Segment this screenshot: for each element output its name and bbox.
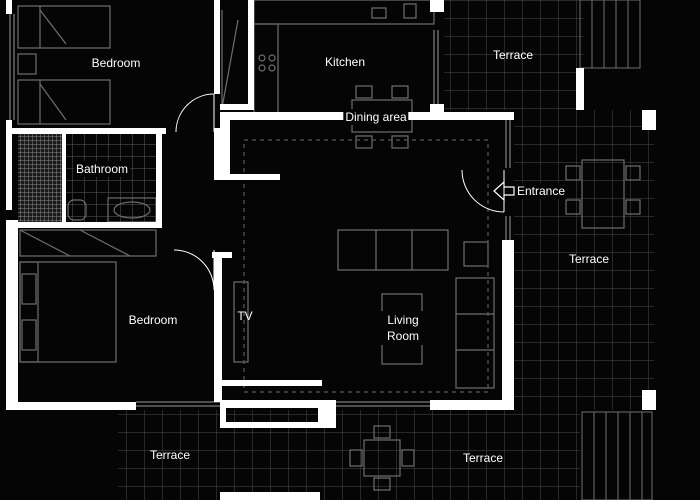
room-label-terrace-bottom: Terrace	[462, 451, 504, 465]
shower-tiles	[18, 134, 62, 224]
room-label-terrace-right: Terrace	[568, 252, 610, 266]
armchair	[455, 277, 495, 389]
entrance-arrow-icon	[493, 180, 515, 202]
stairs-bottom-right	[581, 411, 653, 500]
room-label-terrace-bottom-left: Terrace	[149, 448, 191, 462]
terrace-table-bottom	[363, 439, 401, 477]
room-label-living-room: Living Room	[376, 311, 430, 345]
room-label-terrace-top-right: Terrace	[492, 48, 534, 62]
terrace-top-right-tiles	[444, 0, 584, 110]
stairs	[579, 0, 653, 500]
bed-top-2	[17, 79, 111, 125]
windows	[9, 14, 511, 407]
terrace-bottom-tiles	[118, 410, 580, 500]
room-label-bathroom: Bathroom	[73, 161, 131, 177]
room-label-dining: Dining area	[343, 109, 409, 125]
bed-bottom	[19, 261, 117, 363]
bed-top-1	[17, 5, 111, 49]
door-swing-entrance	[461, 169, 505, 213]
room-label-bedroom-bottom: Bedroom	[128, 313, 178, 327]
tv-cabinet	[233, 281, 249, 363]
door-swing-top-bedroom	[175, 93, 215, 133]
stairs-top-right	[579, 0, 641, 69]
toilet	[67, 199, 87, 221]
sofa	[337, 229, 449, 271]
room-label-kitchen: Kitchen	[324, 55, 366, 69]
terrace-table-right	[581, 159, 625, 229]
room-label-entrance: Entrance	[514, 183, 568, 199]
bathroom-sink	[113, 201, 151, 219]
room-label-tv: TV	[237, 309, 253, 323]
door-swing-bottom-bedroom	[173, 249, 215, 291]
terrace-tiles	[18, 0, 654, 500]
room-label-bedroom-top: Bedroom	[91, 56, 141, 70]
bathroom-tiles	[62, 134, 158, 224]
